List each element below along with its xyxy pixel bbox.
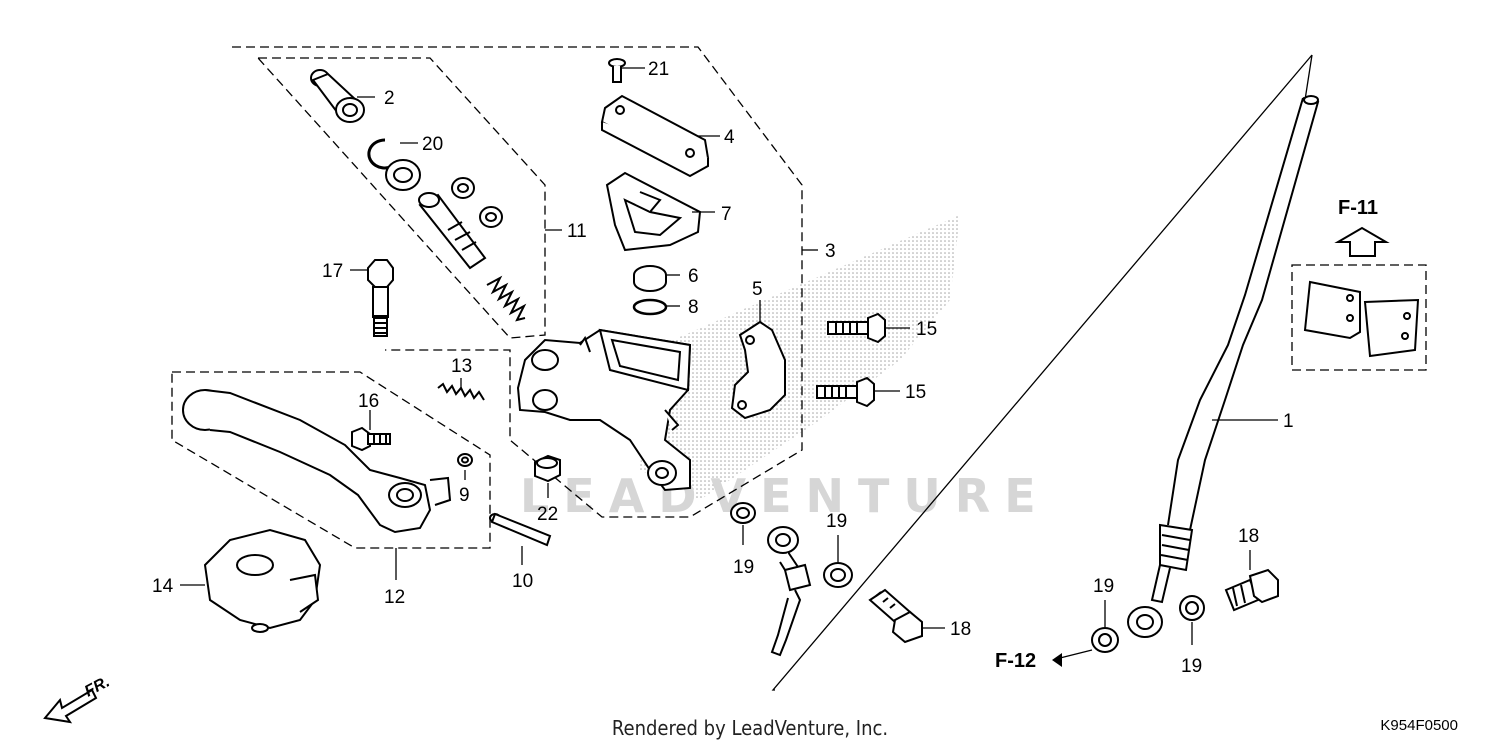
callout-17: 17 (322, 261, 343, 282)
part-19-washer-c[interactable] (1091, 627, 1119, 653)
part-washer[interactable] (385, 159, 421, 191)
part-6-float[interactable] (633, 265, 667, 292)
front-direction-arrow-icon: FR. (43, 673, 113, 724)
ref-f11-label[interactable]: F-11 (1338, 197, 1378, 219)
part-19-washer-a[interactable] (730, 502, 756, 524)
footer-credit: Rendered by LeadVenture, Inc. (611, 716, 889, 740)
part-9-nut[interactable] (457, 453, 473, 467)
callout-19-a: 19 (733, 557, 754, 578)
f11-guide-right[interactable] (1363, 298, 1420, 358)
callout-8: 8 (688, 297, 699, 318)
f11-guide-left[interactable] (1303, 280, 1361, 340)
part-17-pivot-bolt[interactable] (367, 259, 394, 337)
callout-15-lower: 15 (905, 382, 926, 403)
callout-21: 21 (648, 59, 669, 80)
part-12-brake-lever[interactable] (182, 389, 452, 534)
part-1-brake-hose[interactable] (1127, 95, 1320, 638)
callout-6: 6 (688, 266, 699, 287)
part-22-nut[interactable] (534, 454, 561, 483)
callout-11: 11 (567, 221, 587, 242)
callout-19-b: 19 (826, 511, 847, 532)
callout-15-upper: 15 (916, 319, 937, 340)
part-11-piston-cups[interactable] (451, 177, 503, 228)
callout-16: 16 (358, 391, 379, 412)
part-2-piston-boot[interactable] (310, 69, 365, 123)
callout-1: 1 (1283, 411, 1294, 432)
part-banjo-upper[interactable] (767, 526, 812, 657)
f12-arrow-icon (1052, 653, 1062, 667)
callout-10: 10 (512, 571, 533, 592)
part-21-screw[interactable] (608, 58, 626, 83)
callout-22: 22 (537, 504, 558, 525)
callout-5: 5 (752, 279, 763, 300)
callout-20: 20 (422, 134, 443, 155)
part-14-lever-cover[interactable] (203, 528, 322, 633)
outline-lever-12 (171, 371, 491, 549)
watermark-text: LEADVENTURE (520, 469, 1050, 523)
part-4-reservoir-cap[interactable] (600, 94, 710, 178)
callout-2: 2 (384, 88, 395, 109)
callout-18-right: 18 (1238, 526, 1259, 547)
part-16-adjuster-bolt[interactable] (351, 426, 391, 452)
part-19-washer-b[interactable] (823, 562, 853, 588)
outline-hose (771, 54, 1313, 691)
ref-f12-label[interactable]: F-12 (995, 650, 1036, 672)
callout-3: 3 (825, 241, 836, 262)
diagram-code: K954F0500 (1380, 717, 1458, 734)
f11-up-arrow-icon (1334, 226, 1390, 257)
part-11-piston[interactable] (418, 192, 487, 270)
callout-18-left: 18 (950, 619, 971, 640)
callout-19-d: 19 (1181, 656, 1202, 677)
outline-kit-11 (257, 57, 546, 339)
callout-12: 12 (384, 587, 405, 608)
part-10-pivot-pin[interactable] (489, 512, 552, 547)
group-outlines (171, 46, 1427, 549)
part-18-banjo-bolt-right[interactable] (1224, 568, 1279, 612)
part-18-banjo-bolt-left[interactable] (868, 588, 923, 644)
callout-7: 7 (721, 204, 732, 225)
callout-14: 14 (152, 576, 174, 597)
part-8-snap-ring[interactable] (632, 298, 668, 316)
part-15-bolt-lower[interactable] (816, 376, 875, 408)
leader-lines (180, 67, 1278, 659)
outline-assembly-3 (232, 46, 803, 518)
callout-labels: 2 20 11 21 4 7 6 8 3 5 15 15 17 13 16 9 … (152, 59, 1294, 677)
part-11-spring[interactable] (486, 275, 527, 322)
callout-9: 9 (459, 485, 470, 506)
callout-13: 13 (451, 356, 472, 377)
part-5-clamp-holder[interactable] (730, 320, 786, 420)
outline-f11 (1291, 264, 1427, 371)
part-3-master-cylinder[interactable] (516, 328, 692, 492)
part-15-bolt-upper[interactable] (827, 312, 886, 344)
callout-19-c: 19 (1093, 576, 1114, 597)
callout-4: 4 (724, 127, 735, 148)
part-7-diaphragm[interactable] (605, 171, 702, 252)
part-19-washer-d[interactable] (1179, 595, 1205, 621)
